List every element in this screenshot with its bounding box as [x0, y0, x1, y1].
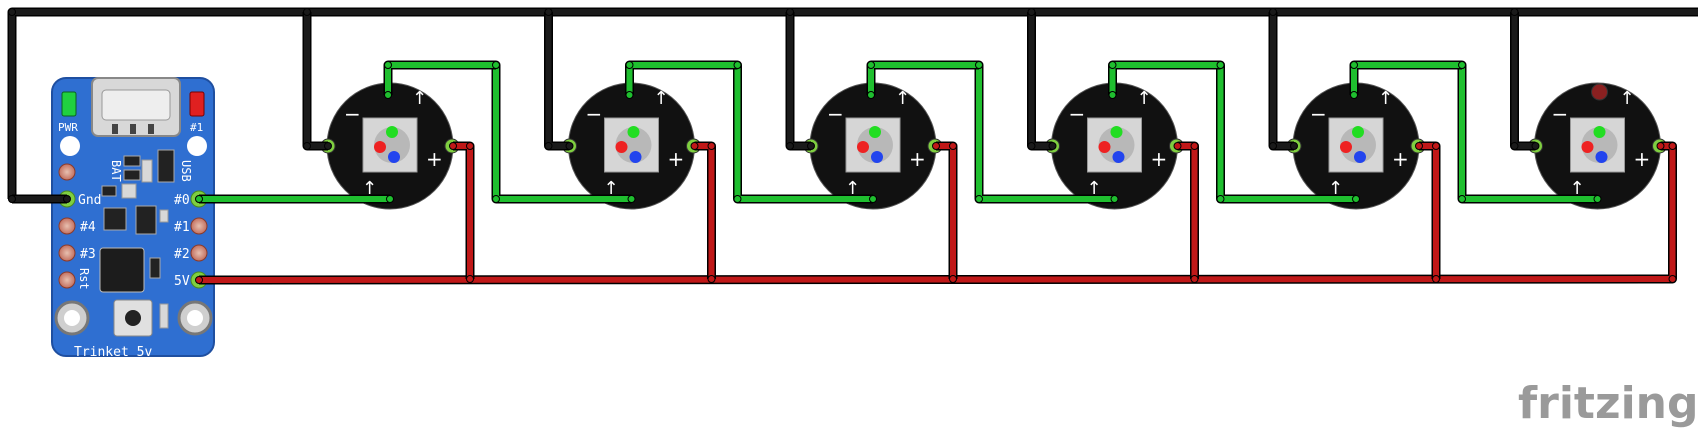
blue-die-icon [1595, 151, 1608, 163]
power-bus-wire [198, 143, 1676, 283]
pin3-label: #3 [80, 247, 96, 262]
pin0-label: #0 [174, 193, 190, 208]
arrow-up-icon: ↑ [412, 88, 427, 109]
green-die-icon [1110, 126, 1123, 138]
regulator-icon [103, 207, 127, 231]
power-wire-4 [1177, 143, 1198, 279]
minus-label: − [1552, 102, 1569, 126]
arrow-up-icon: ↑ [1328, 178, 1343, 199]
fritzing-watermark: fritzing [1518, 378, 1698, 429]
ground-wire-3-outline [785, 12, 811, 151]
green-die-icon [869, 126, 881, 138]
red-die-icon [615, 141, 628, 153]
power-wire-5 [1419, 143, 1439, 279]
arrow-up-icon: ↑ [604, 178, 619, 199]
blue-die-icon [1354, 151, 1366, 163]
arrow-up-icon: ↑ [845, 178, 860, 199]
red-die-icon [1098, 141, 1111, 153]
wires [7, 7, 1698, 285]
green-die-icon [1352, 126, 1364, 138]
minus-label: − [827, 102, 844, 126]
neopixel-4: − + ↑ ↑ [1045, 82, 1184, 210]
pwr-led-icon [61, 91, 77, 117]
arrow-up-icon: ↑ [1137, 88, 1152, 109]
green-die-icon [1593, 126, 1606, 138]
ground-wire-4-outline [1027, 12, 1053, 151]
red-die-icon [1581, 141, 1594, 153]
arrow-up-icon: ↑ [362, 178, 377, 199]
trinket-board: PWR #1 BAT USB [51, 77, 215, 360]
neopixel-5: − + ↑ ↑ [1286, 82, 1426, 210]
arrow-up-icon: ↑ [1378, 88, 1393, 109]
plus-label: + [1634, 147, 1651, 171]
board-name-label: Trinket 5v [74, 345, 152, 360]
usb-label: USB [179, 160, 193, 182]
unused-dout-pad [1591, 83, 1608, 101]
status-led-icon [189, 91, 205, 117]
rst-label: Rst [77, 268, 91, 290]
plus-label: + [909, 147, 926, 171]
neopixel-2: − + ↑ ↑ [562, 82, 701, 210]
ground-wire-2-outline [544, 12, 570, 151]
gnd-label: Gnd [78, 193, 101, 208]
diode-icon [157, 149, 175, 183]
power-wire-1 [453, 143, 473, 279]
pin1-top-label: #1 [190, 121, 203, 134]
minus-label: − [586, 102, 603, 126]
pin1-label: #1 [174, 220, 190, 235]
neopixel-1: − + ↑ ↑ [320, 82, 460, 210]
plus-label: + [668, 147, 685, 171]
arrow-up-icon: ↑ [1570, 178, 1585, 199]
red-die-icon [1340, 141, 1352, 153]
arrow-up-icon: ↑ [1620, 88, 1635, 109]
microcontroller-chip-icon [99, 247, 145, 293]
green-die-icon [386, 126, 398, 138]
blue-die-icon [629, 151, 642, 163]
ground-wire-6-outline [1510, 12, 1536, 151]
minus-label: − [1069, 102, 1086, 126]
blue-die-icon [871, 151, 883, 163]
pin2-label: #2 [174, 247, 190, 262]
power-wire-3 [936, 143, 956, 279]
arrow-up-icon: ↑ [895, 88, 910, 109]
minus-label: − [1310, 102, 1327, 126]
power-wire-2 [694, 143, 715, 279]
blue-die-icon [388, 151, 400, 163]
bat-label: BAT [109, 160, 123, 182]
plus-label: + [1151, 147, 1168, 171]
green-die-icon [627, 126, 640, 138]
ground-wire-1-outline [302, 12, 328, 151]
red-die-icon [374, 141, 386, 153]
v5-label: 5V [174, 274, 190, 289]
arrow-up-icon: ↑ [654, 88, 669, 109]
pwr-label: PWR [58, 121, 78, 134]
red-die-icon [857, 141, 869, 153]
ground-wire-5-outline [1268, 12, 1294, 151]
mount-hole [187, 136, 207, 156]
plus-label: + [1392, 147, 1409, 171]
mount-hole [60, 136, 80, 156]
arrow-up-icon: ↑ [1087, 178, 1102, 199]
pin4-label: #4 [80, 220, 96, 235]
neopixel-3: − + ↑ ↑ [803, 82, 943, 210]
minus-label: − [344, 102, 361, 126]
blue-die-icon [1112, 151, 1125, 163]
plus-label: + [426, 147, 443, 171]
neopixel-6: − + ↑ ↑ [1528, 82, 1667, 210]
